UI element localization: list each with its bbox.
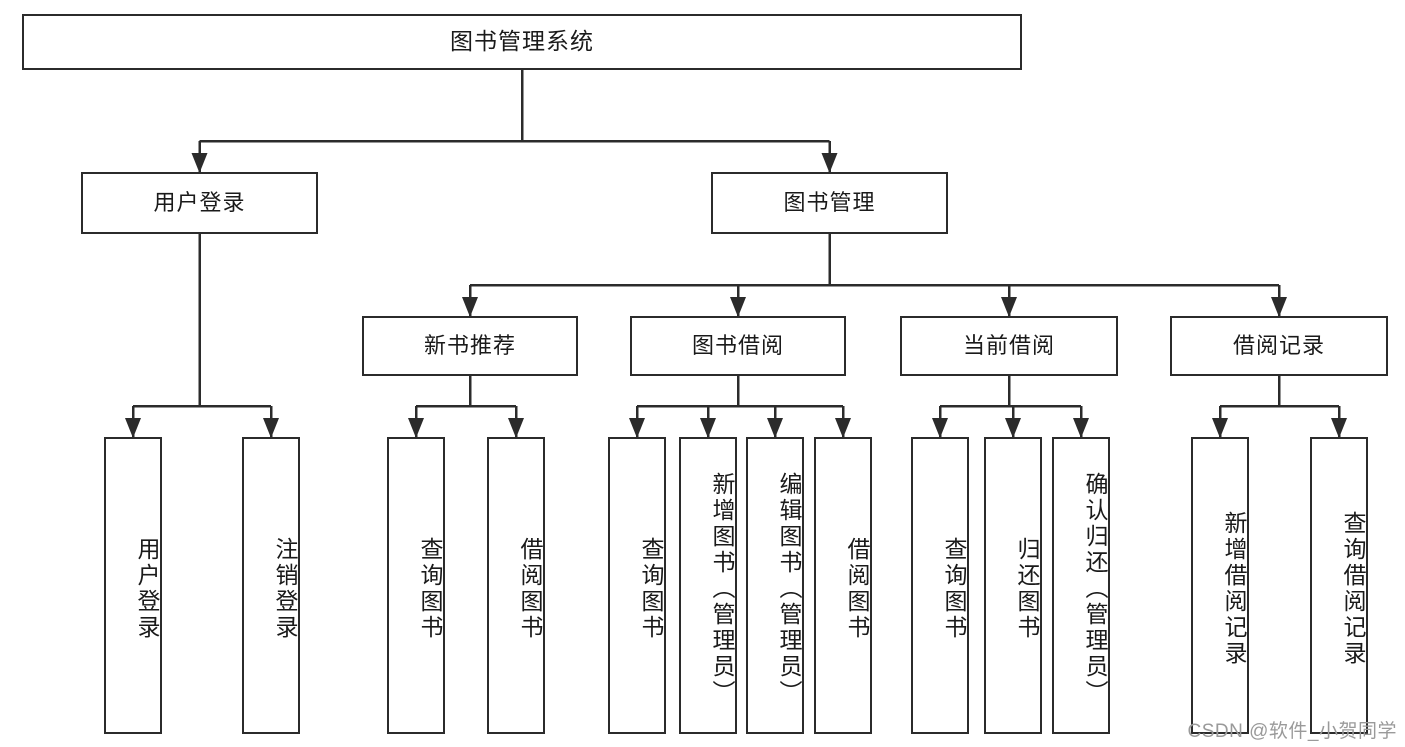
node-leaf-user-login[interactable]: 用户登录 [104,437,162,734]
node-label: 确认归还（管理员） [1082,471,1108,706]
node-label: 借阅图书 [517,536,543,641]
node-leaf-query-book-2[interactable]: 查询图书 [608,437,666,734]
node-label: 查询图书 [417,536,443,641]
node-current-borrow[interactable]: 当前借阅 [900,316,1118,376]
node-label: 当前借阅 [962,332,1055,358]
node-label: 查询图书 [941,536,967,641]
node-label: 图书管理 [783,189,876,215]
node-label: 借阅记录 [1232,332,1325,358]
node-leaf-query-record[interactable]: 查询借阅记录 [1310,437,1368,734]
node-book-borrow[interactable]: 图书借阅 [630,316,846,376]
watermark: CSDN @软件_小贺同学 [1187,721,1397,742]
node-leaf-edit-book[interactable]: 编辑图书（管理员） [746,437,804,734]
node-label: 借阅图书 [844,536,870,641]
node-label: 编辑图书（管理员） [776,471,802,706]
node-leaf-add-book[interactable]: 新增图书（管理员） [679,437,737,734]
node-leaf-borrow-book-1[interactable]: 借阅图书 [487,437,545,734]
node-leaf-add-record[interactable]: 新增借阅记录 [1191,437,1249,734]
node-new-book-rec[interactable]: 新书推荐 [362,316,578,376]
node-borrow-record[interactable]: 借阅记录 [1170,316,1388,376]
node-root[interactable]: 图书管理系统 [22,14,1022,70]
node-leaf-logout[interactable]: 注销登录 [242,437,300,734]
node-label: 用户登录 [134,536,160,641]
node-leaf-query-book-1[interactable]: 查询图书 [387,437,445,734]
node-label: 图书管理系统 [450,28,594,55]
node-label: 新书推荐 [423,332,516,358]
node-leaf-return-book[interactable]: 归还图书 [984,437,1042,734]
node-label: 查询图书 [638,536,664,641]
node-label: 图书借阅 [691,332,784,358]
node-label: 归还图书 [1014,536,1040,641]
node-label: 查询借阅记录 [1340,510,1366,667]
node-label: 新增图书（管理员） [709,471,735,706]
node-leaf-borrow-book-2[interactable]: 借阅图书 [814,437,872,734]
node-label: 注销登录 [272,536,298,641]
node-book-manage[interactable]: 图书管理 [711,172,948,234]
node-label: 用户登录 [153,189,246,215]
node-leaf-query-book-3[interactable]: 查询图书 [911,437,969,734]
node-user-login[interactable]: 用户登录 [81,172,318,234]
node-leaf-confirm-return[interactable]: 确认归还（管理员） [1052,437,1110,734]
node-label: 新增借阅记录 [1221,510,1247,667]
